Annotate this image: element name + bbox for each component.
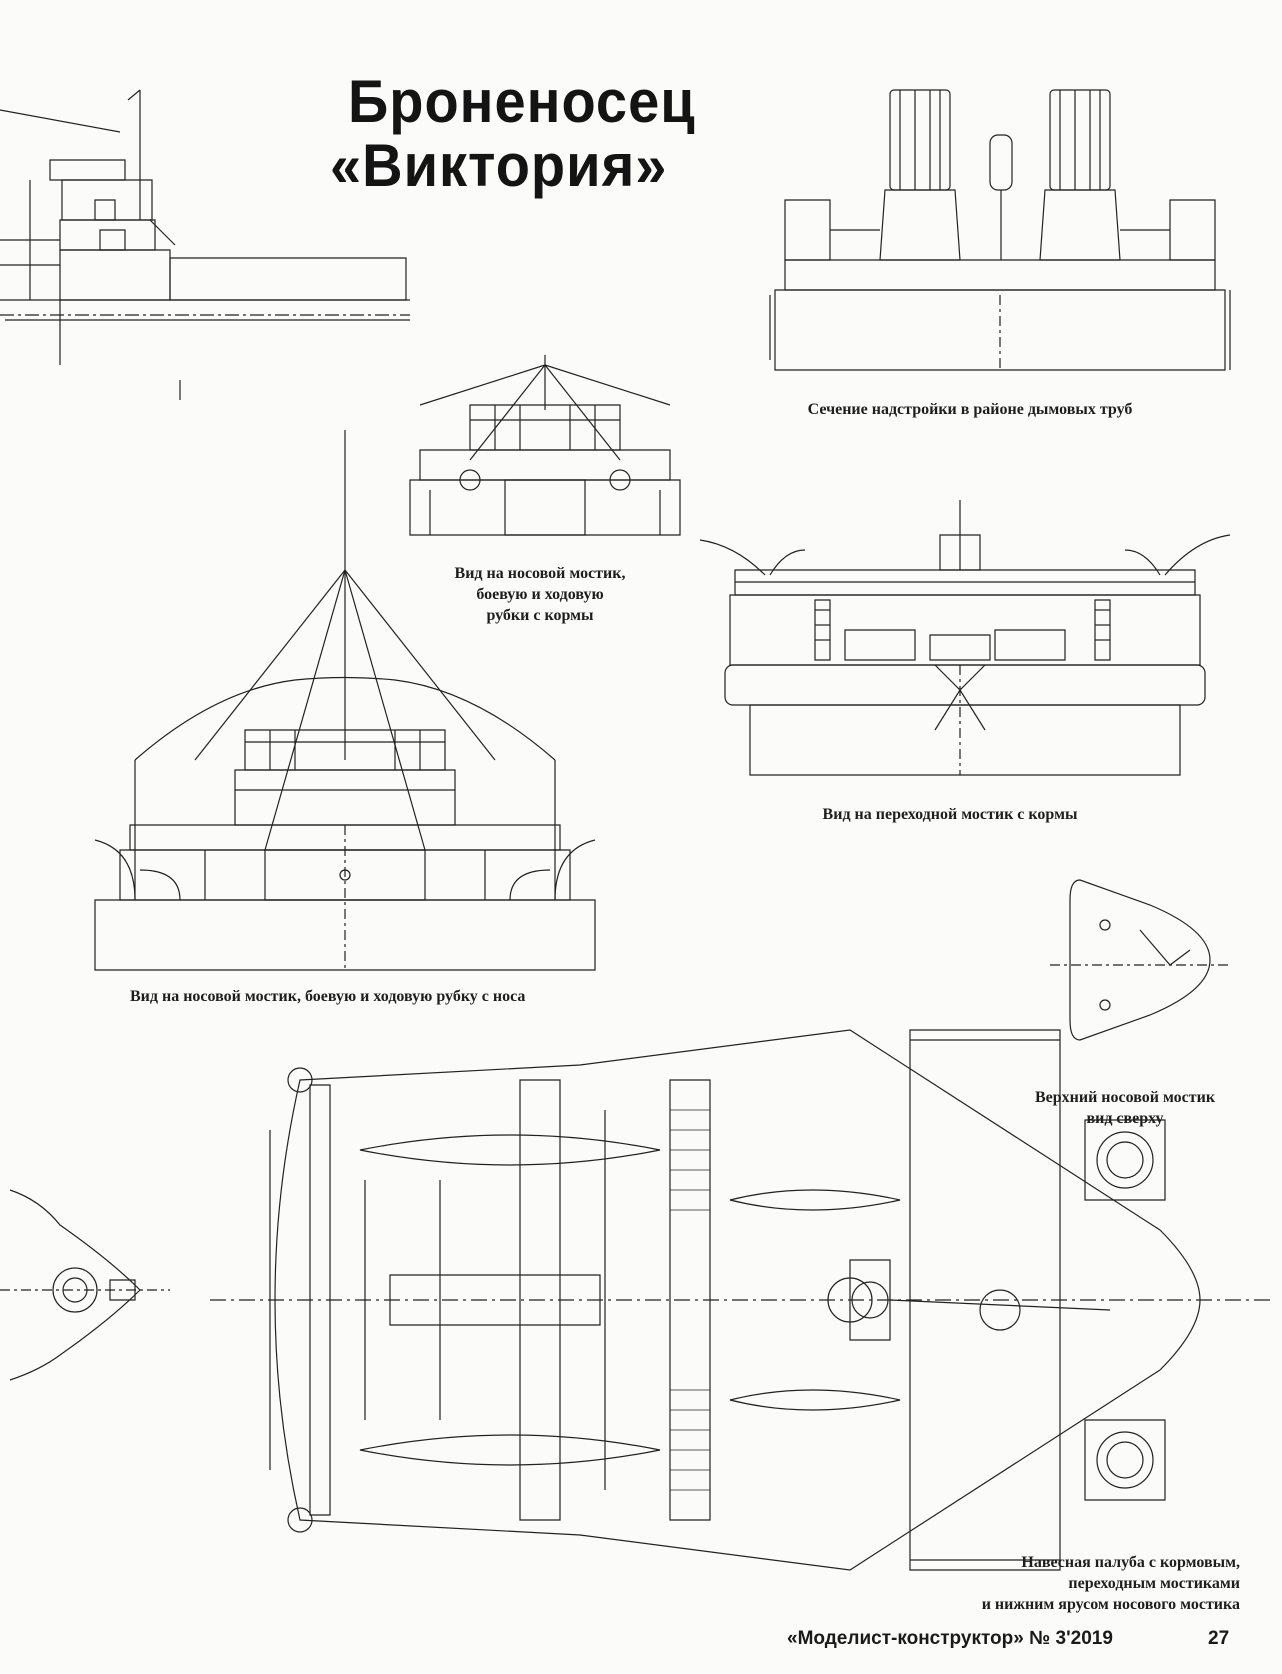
caption-upper-bridge-2: вид сверху — [1086, 1110, 1164, 1127]
caption-bridge-aft-1: Вид на носовой мостик, — [454, 565, 626, 582]
caption-deck-2: переходным мостиками — [1068, 1575, 1240, 1592]
bridge-bow-view-drawing — [95, 430, 695, 970]
caption-funnel-section: Сечение надстройки в районе дымовых труб — [807, 401, 1133, 418]
caption-bridge-aft-2: боевую и ходовую — [476, 586, 604, 603]
superstructure-side-drawing — [0, 80, 420, 400]
caption-deck-3: и нижним ярусом носового мостика — [981, 1596, 1240, 1613]
title-line-2: «Виктория» — [330, 131, 668, 200]
hurricane-deck-plan-drawing — [210, 1010, 1270, 1600]
transit-bridge-drawing — [695, 490, 1235, 780]
page-number: 27 — [1208, 1628, 1230, 1649]
caption-transit-bridge: Вид на переходной мостик с кормы — [822, 806, 1078, 823]
caption-deck-1: Навесная палуба с кормовым, — [1021, 1554, 1240, 1571]
platform-detail-drawing — [0, 1180, 170, 1380]
caption-bridge-aft-3: рубки с кормы — [486, 607, 594, 624]
bridge-aft-view-drawing — [410, 350, 680, 540]
footer-magazine: «Моделист-конструктор» № 3'2019 — [787, 1628, 1113, 1649]
caption-bridge-bow: Вид на носовой мостик, боевую и ходовую … — [130, 988, 526, 1005]
upper-bridge-top-drawing — [1050, 870, 1230, 1070]
title-line-1: Броненосец — [348, 67, 696, 136]
funnel-section-drawing — [770, 80, 1260, 380]
caption-upper-bridge-1: Верхний носовой мостик — [1034, 1089, 1216, 1106]
